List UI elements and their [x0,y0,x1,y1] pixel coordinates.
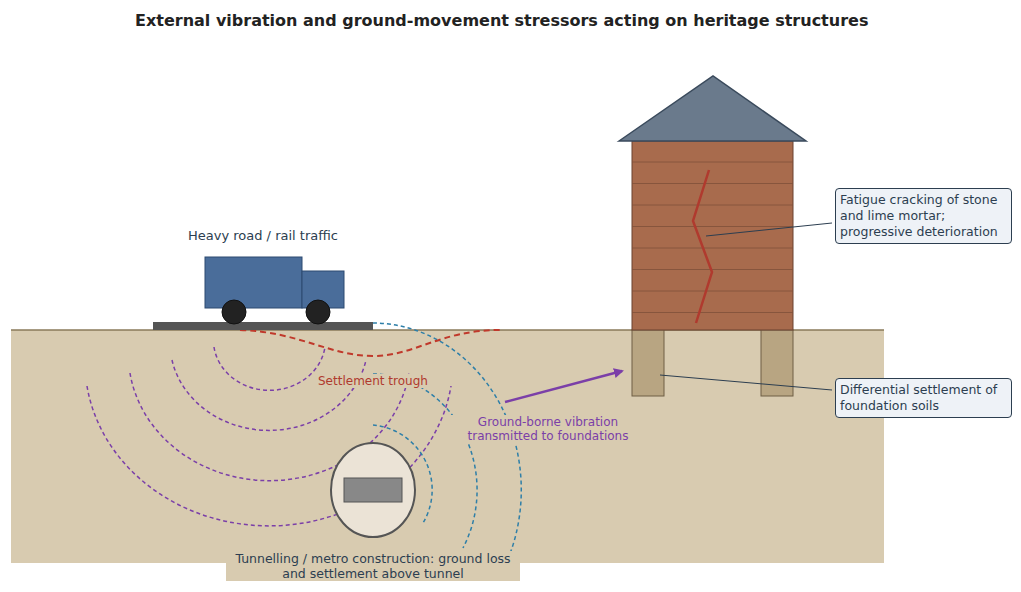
roof [619,76,806,141]
title: External vibration and ground-movement s… [135,11,868,30]
callout-text: Differential settlement of foundation so… [840,382,1007,414]
callout-text: Fatigue cracking of stone and lime morta… [840,192,1007,240]
ground [11,330,884,563]
annotation-label: Tunnelling / metro construction: ground … [226,551,520,581]
callout-box: Differential settlement of foundation so… [835,378,1012,418]
wheel [306,300,330,324]
leader-line [660,375,832,390]
settlement-trough [240,330,500,356]
truck-body [205,257,302,308]
annotation-label: Heavy road / rail traffic [188,228,338,244]
vibration-waves [87,347,451,526]
tunnel-train [344,478,402,502]
annotation-label: Ground-borne vibration transmitted to fo… [451,415,645,444]
callout-box: Fatigue cracking of stone and lime morta… [835,188,1012,244]
wheel [222,300,246,324]
leader-line [706,223,832,236]
crack [693,170,712,323]
foundation [632,330,664,396]
road [153,322,373,330]
tunnel [331,443,415,537]
vibration-arrow [505,371,622,402]
annotation-label: Settlement trough [316,374,430,388]
